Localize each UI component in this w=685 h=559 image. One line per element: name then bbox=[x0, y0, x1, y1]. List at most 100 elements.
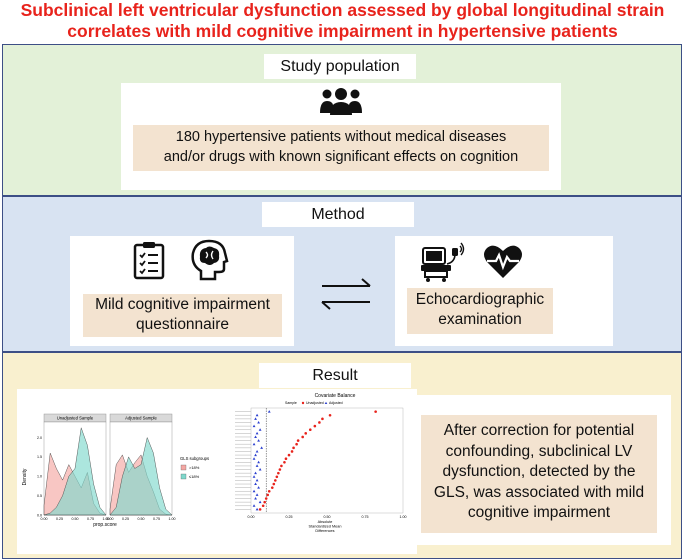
density-y-tick: 0.0 bbox=[37, 513, 42, 517]
echocardiography-box: Echocardiographic examination bbox=[395, 236, 613, 346]
legend-item-le18: ≤18% bbox=[189, 474, 200, 479]
unadjusted-point bbox=[292, 446, 295, 450]
density-x-tick: 0.00 bbox=[41, 517, 48, 521]
adjusted-point bbox=[255, 464, 259, 467]
adjusted-point bbox=[255, 493, 259, 496]
unadjusted-point bbox=[313, 424, 317, 428]
unadjusted-point bbox=[264, 497, 268, 500]
density-y-tick: 0.5 bbox=[37, 494, 42, 498]
brain-head-icon bbox=[191, 239, 229, 281]
density-area bbox=[43, 427, 107, 516]
unadjusted-point bbox=[284, 457, 288, 460]
unadjusted-point bbox=[287, 453, 291, 457]
balance-xlabel-1: Absolute bbox=[318, 520, 333, 524]
unadjusted-point bbox=[261, 504, 265, 508]
study-population-panel: Study population 180 hypertensive patien… bbox=[2, 44, 682, 196]
density-x-tick: 0.25 bbox=[56, 517, 63, 521]
balance-chart: Covariate Balance Sample Unadjusted Adju… bbox=[235, 393, 407, 533]
density-x-tick: 0.75 bbox=[87, 517, 94, 521]
adjusted-point bbox=[257, 460, 260, 464]
adjusted-point bbox=[252, 442, 256, 446]
balance-x-tick: 0.00 bbox=[248, 515, 255, 519]
result-text: After correction for potential confoundi… bbox=[421, 415, 657, 533]
title-line-1: Subclinical left ventricular dysfunction… bbox=[20, 0, 665, 20]
bidirectional-arrows-icon bbox=[321, 278, 371, 310]
unadjusted-point bbox=[266, 493, 270, 497]
clipboard-checklist-icon bbox=[133, 242, 165, 280]
ultrasound-machine-icon bbox=[421, 242, 465, 282]
echo-line-2: examination bbox=[438, 311, 522, 328]
adjusted-point bbox=[255, 431, 259, 435]
adjusted-point bbox=[252, 457, 256, 460]
unadjusted-point bbox=[277, 471, 280, 475]
result-text-box: After correction for potential confoundi… bbox=[407, 395, 671, 545]
study-text-line-1: 180 hypertensive patients without medica… bbox=[175, 129, 507, 145]
density-x-tick: 1.00 bbox=[103, 517, 110, 521]
questionnaire-line-1: Mild cognitive impairment bbox=[95, 296, 270, 313]
adjusted-point bbox=[254, 471, 257, 475]
unadjusted-point bbox=[295, 442, 298, 446]
density-y-tick: 1.5 bbox=[37, 455, 42, 459]
unadjusted-point bbox=[318, 421, 321, 424]
charts-box: Density prop.score GLS subgroups >18% ≤1… bbox=[17, 389, 417, 554]
study-population-header: Study population bbox=[264, 54, 416, 79]
unadjusted-point bbox=[278, 468, 282, 471]
unadjusted-point bbox=[275, 475, 279, 479]
adjusted-point bbox=[258, 468, 262, 471]
density-x-tick: 0.50 bbox=[72, 517, 79, 521]
adjusted-point bbox=[257, 486, 260, 489]
balance-x-tick: 0.50 bbox=[324, 515, 331, 519]
adjusted-point bbox=[254, 482, 257, 486]
unadjusted-point bbox=[328, 413, 332, 417]
result-line-3: dysfunction, detected by the bbox=[442, 463, 636, 480]
questionnaire-label: Mild cognitive impairment questionnaire bbox=[83, 294, 282, 337]
study-text-line-2: and/or drugs with known significant effe… bbox=[163, 149, 519, 165]
balance-x-tick: 0.75 bbox=[362, 515, 369, 519]
people-group-icon bbox=[320, 88, 362, 115]
balance-xlabel-3: Differences bbox=[315, 529, 334, 533]
adjusted-point bbox=[254, 417, 257, 420]
unadjusted-point bbox=[308, 428, 312, 432]
study-population-text: 180 hypertensive patients without medica… bbox=[133, 125, 549, 171]
heart-pulse-icon bbox=[484, 245, 522, 278]
unadjusted-point bbox=[272, 482, 276, 486]
unadjusted-point bbox=[280, 464, 283, 468]
facet-label: Adjusted Sample bbox=[125, 416, 157, 421]
balance-xlabel-2: Standardized Mean bbox=[309, 525, 342, 529]
adjusted-point bbox=[252, 504, 256, 507]
unadjusted-point bbox=[296, 439, 300, 442]
unadjusted-point bbox=[301, 435, 304, 439]
density-area bbox=[109, 436, 173, 516]
density-y-tick: 2.0 bbox=[37, 436, 42, 440]
method-panel: Method Mild cognitive impairment questio… bbox=[2, 196, 682, 352]
density-x-tick: 0.50 bbox=[138, 517, 145, 521]
questionnaire-box: Mild cognitive impairment questionnaire bbox=[70, 236, 294, 346]
adjusted-point bbox=[255, 507, 259, 511]
adjusted-point bbox=[257, 439, 260, 442]
adjusted-point bbox=[255, 413, 259, 417]
adjusted-point bbox=[255, 449, 259, 453]
density-x-tick: 0.25 bbox=[122, 517, 129, 521]
density-y-tick: 1.0 bbox=[37, 475, 42, 479]
unadjusted-point bbox=[304, 432, 308, 435]
density-legend-title: GLS subgroups bbox=[180, 456, 209, 461]
unadjusted-point bbox=[258, 508, 262, 511]
balance-title: Covariate Balance bbox=[315, 393, 356, 399]
adjusted-point bbox=[252, 489, 256, 493]
adjusted-point bbox=[254, 453, 257, 457]
adjusted-point bbox=[267, 410, 271, 413]
questionnaire-line-2: questionnaire bbox=[135, 316, 230, 333]
adjusted-point bbox=[258, 428, 262, 431]
unadjusted-point bbox=[267, 489, 271, 493]
title-line-2: correlates with mild cognitive impairmen… bbox=[67, 21, 618, 41]
balance-x-tick: 1.00 bbox=[400, 515, 407, 519]
unadjusted-point bbox=[270, 486, 274, 489]
adjusted-point bbox=[257, 420, 260, 424]
unadjusted-point bbox=[374, 410, 377, 413]
unadjusted-point bbox=[321, 417, 324, 421]
legend-item-gt18: >18% bbox=[189, 465, 200, 470]
density-ylabel: Density bbox=[22, 468, 28, 485]
unadjusted-point bbox=[274, 479, 277, 482]
adjusted-point bbox=[255, 478, 259, 482]
adjusted-point bbox=[252, 475, 256, 478]
